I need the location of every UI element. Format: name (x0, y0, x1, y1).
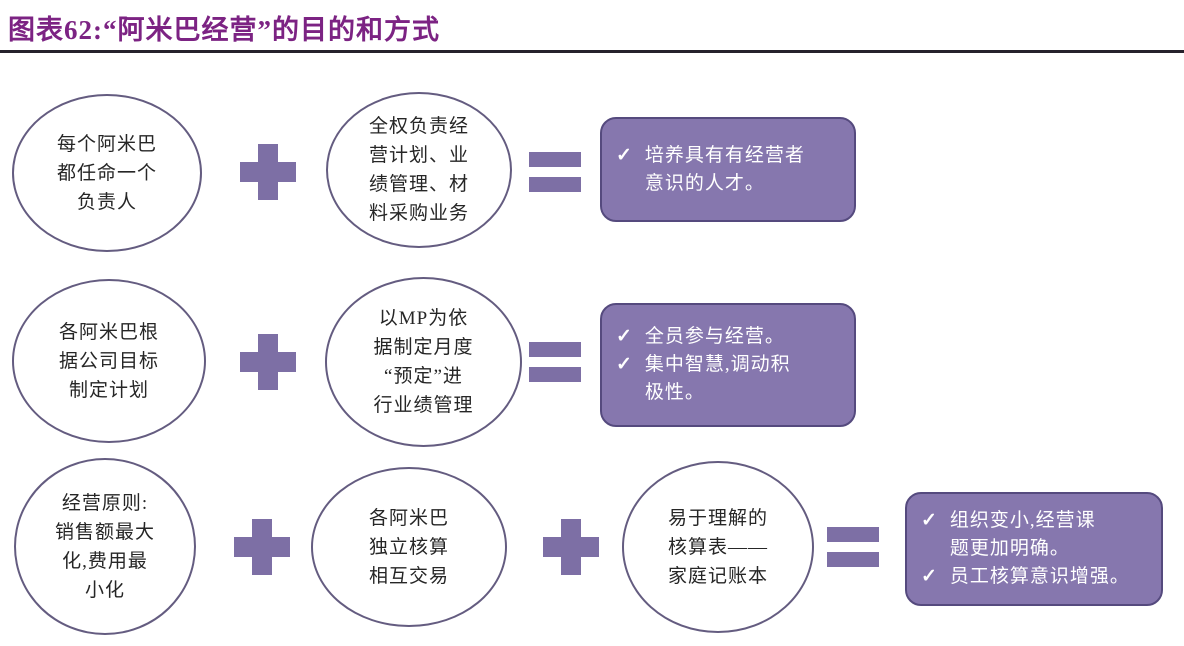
title-rule (0, 50, 1184, 53)
result-item: ✓ 集中智慧,调动积 极性。 (616, 351, 840, 407)
circle-text: 经营原则: 销售额最大 化,费用最 小化 (54, 492, 155, 601)
result-text: 组织变小,经营课 题更加明确。 (949, 510, 1096, 559)
circle-text: 全权负责经 营计划、业 绩管理、材 料采购业务 (368, 116, 469, 224)
plus-icon (234, 519, 290, 575)
figure-title: 图表62:“阿米巴经营”的目的和方式 (8, 15, 440, 45)
plus-icon (240, 144, 296, 200)
circle-appoint-leader: 每个阿米巴 都任命一个 负责人 (12, 94, 202, 252)
circle-text: 易于理解的 核算表—— 家庭记账本 (667, 507, 768, 587)
circle-monthly-budget-mp: 以MP为依 据制定月度 “预定”进 行业绩管理 (325, 277, 522, 447)
check-icon: ✓ (616, 326, 633, 347)
circle-full-responsibility: 全权负责经 营计划、业 绩管理、材 料采购业务 (326, 92, 512, 248)
plus-icon (240, 334, 296, 390)
result-text: 集中智慧,调动积 极性。 (644, 354, 791, 403)
result-item: ✓ 员工核算意识增强。 (921, 563, 1147, 591)
circle-text: 每个阿米巴 都任命一个 负责人 (56, 133, 157, 213)
check-icon: ✓ (616, 354, 633, 375)
result-box-smaller-organization: ✓ 组织变小,经营课 题更加明确。 ✓ 员工核算意识增强。 (905, 492, 1163, 606)
result-text: 培养具有有经营者 意识的人才。 (644, 144, 805, 194)
circle-text: 各阿米巴根 据公司目标 制定计划 (58, 321, 159, 401)
equals-icon (529, 152, 581, 192)
result-item: ✓ 培养具有有经营者 意识的人才。 (616, 142, 840, 198)
plus-icon (543, 519, 599, 575)
equals-icon (827, 527, 879, 567)
check-icon: ✓ (921, 510, 938, 531)
result-text: 员工核算意识增强。 (949, 566, 1130, 587)
circle-text: 各阿米巴 独立核算 相互交易 (368, 507, 449, 587)
equals-icon (529, 342, 581, 382)
check-icon: ✓ (921, 566, 938, 587)
result-item: ✓ 组织变小,经营课 题更加明确。 (921, 507, 1147, 563)
result-item: ✓ 全员参与经营。 (616, 323, 840, 351)
circle-plan-by-company-goal: 各阿米巴根 据公司目标 制定计划 (12, 279, 206, 443)
check-icon: ✓ (616, 144, 633, 166)
result-box-cultivate-operators: ✓ 培养具有有经营者 意识的人才。 (600, 117, 856, 222)
circle-business-principle: 经营原则: 销售额最大 化,费用最 小化 (14, 458, 196, 635)
result-text: 全员参与经营。 (644, 326, 785, 347)
circle-text: 以MP为依 据制定月度 “预定”进 行业绩管理 (373, 308, 474, 416)
circle-independent-accounting: 各阿米巴 独立核算 相互交易 (311, 467, 507, 627)
circle-household-ledger: 易于理解的 核算表—— 家庭记账本 (622, 461, 814, 633)
result-box-all-participate: ✓ 全员参与经营。 ✓ 集中智慧,调动积 极性。 (600, 303, 856, 427)
